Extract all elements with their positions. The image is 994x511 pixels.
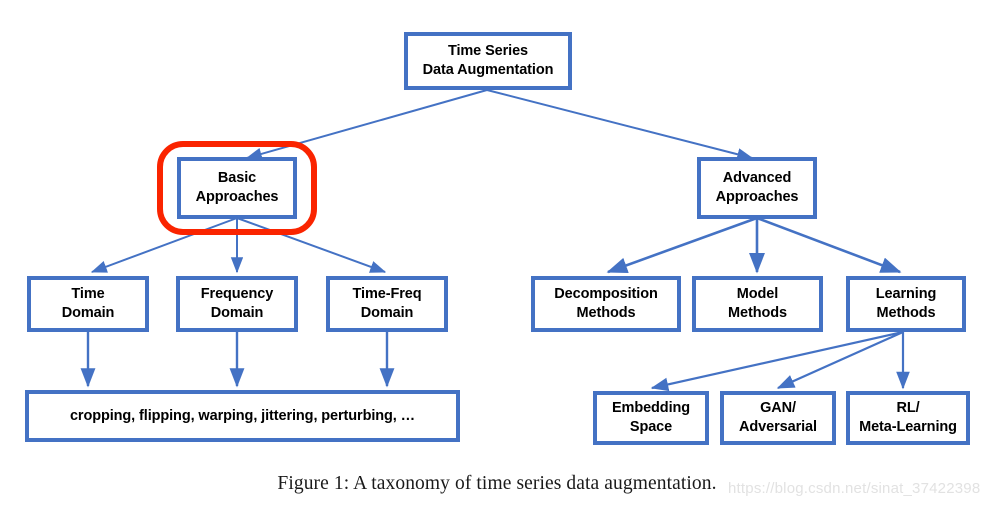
node-time-freq-domain[interactable]: Time-Freq Domain <box>326 276 448 332</box>
edge-root-to-advanced <box>486 89 754 161</box>
node-rl-meta-learning[interactable]: RL/ Meta-Learning <box>846 391 970 445</box>
node-learning-methods[interactable]: Learning Methods <box>846 276 966 332</box>
node-decomposition-methods[interactable]: Decomposition Methods <box>531 276 681 332</box>
node-advanced-approaches[interactable]: Advanced Approaches <box>697 157 817 219</box>
node-embedding-space[interactable]: Embedding Space <box>593 391 709 445</box>
figure-caption: Figure 1: A taxonomy of time series data… <box>277 473 717 494</box>
node-basic-methods-list[interactable]: cropping, flipping, warping, jittering, … <box>25 390 460 442</box>
node-basic-approaches[interactable]: Basic Approaches <box>177 157 297 219</box>
watermark-text: https://blog.csdn.net/sinat_37422398 <box>728 480 981 497</box>
edge-basic-to-time-freq-domain <box>236 217 387 273</box>
edge-learning-to-embedding-space <box>650 330 904 392</box>
node-model-methods[interactable]: Model Methods <box>692 276 823 332</box>
node-frequency-domain[interactable]: Frequency Domain <box>176 276 298 332</box>
edge-advanced-to-learning <box>756 216 902 274</box>
edge-root-to-basic <box>245 89 488 160</box>
edge-advanced-to-decomposition <box>606 216 758 274</box>
edge-basic-to-time-domain <box>90 217 238 273</box>
node-root[interactable]: Time Series Data Augmentation <box>404 32 572 90</box>
edge-learning-to-gan-adversarial <box>776 330 904 390</box>
node-gan-adversarial[interactable]: GAN/ Adversarial <box>720 391 836 445</box>
node-time-domain[interactable]: Time Domain <box>27 276 149 332</box>
